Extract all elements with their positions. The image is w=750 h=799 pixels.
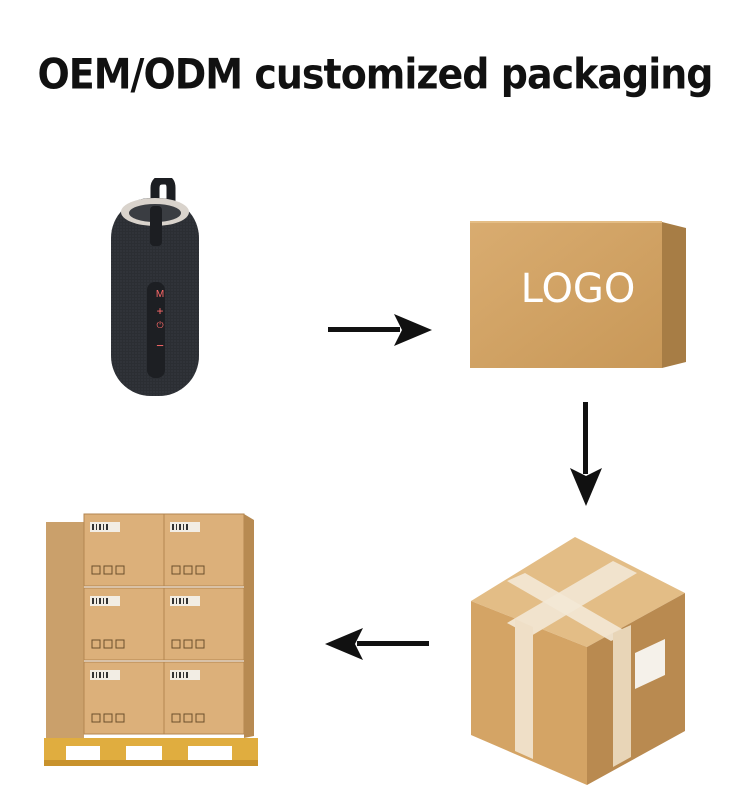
arrow-left-icon [325,624,429,664]
arrow-down-icon [566,402,606,506]
speaker-button-m: M [155,289,165,300]
speaker-button-power: ⏻ [156,321,164,331]
speaker-button-plus: + [156,304,164,318]
sealed-box-image [463,535,689,787]
speaker-image [105,178,205,400]
box-logo-text: LOGO [520,266,636,312]
logo-box-image [468,220,690,372]
speaker-button-minus: − [156,338,164,353]
page-title: OEM/ODM customized packaging [37,49,713,99]
pallet-boxes-image [40,510,290,772]
arrow-right-icon [328,310,432,350]
